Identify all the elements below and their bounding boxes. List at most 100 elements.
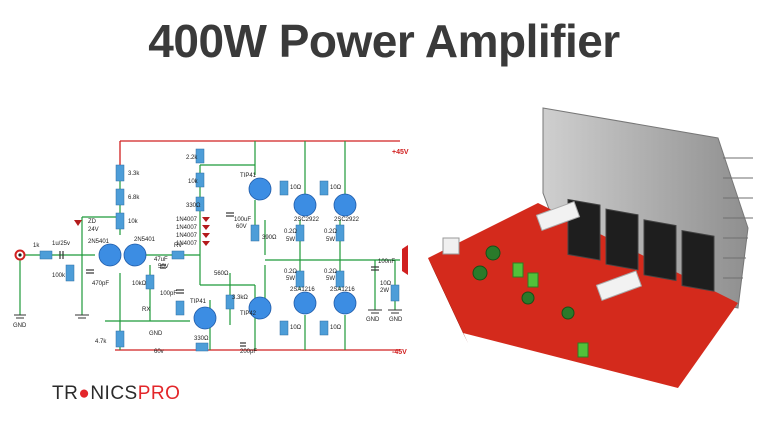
label-100uf: 100uF [234, 217, 251, 223]
diode-chain [74, 217, 210, 246]
resistor [65, 264, 75, 282]
transistor [248, 177, 272, 201]
label-02ohm-d-watt: 5W [326, 276, 335, 282]
label-zd-voltage: 24V [88, 227, 99, 233]
resistor [390, 284, 400, 302]
resistor [250, 224, 260, 242]
label-02ohm-c-watt: 5W [286, 276, 295, 282]
film-capacitor [512, 262, 524, 278]
resistor [115, 330, 125, 348]
label-330: 330Ω [186, 203, 201, 209]
resistor [279, 320, 289, 336]
label-10kohm: 10kΩ [132, 281, 147, 287]
resistor [145, 274, 155, 290]
label-200pf: 200pF [240, 349, 257, 355]
label-tip42: TIP42 [240, 311, 257, 317]
input-connector [442, 237, 460, 255]
label-10ohm-zobel: 10Ω [380, 281, 392, 287]
label-tip41-bottom: TIP41 [190, 299, 207, 305]
negative-rail-label: -45V [392, 349, 407, 356]
label-q2: 2N5401 [134, 237, 156, 243]
resistor [295, 270, 305, 288]
page-title: 400W Power Amplifier [148, 15, 620, 67]
label-2sa1216-a: 2SA1216 [290, 287, 315, 293]
resistor [195, 342, 209, 352]
label-4.7k: 4.7k [95, 339, 107, 345]
transistor [293, 193, 317, 217]
ceramic-resistor [595, 270, 643, 301]
speaker-symbol [402, 245, 408, 275]
resistor [319, 180, 329, 196]
label-10k-b: 10k [188, 179, 199, 185]
label-02ohm-c: 0.2Ω [284, 269, 297, 275]
resistor [175, 300, 185, 316]
label-d2: 1N4007 [176, 225, 198, 231]
label-6.8k: 6.8k [128, 195, 140, 201]
label-02ohm-b: 0.2Ω [324, 229, 337, 235]
label-02ohm-d: 0.2Ω [324, 269, 337, 275]
resistor [295, 224, 305, 242]
transistor [333, 291, 357, 315]
positive-rail-label: +45V [392, 149, 409, 156]
electrolytic-capacitor [561, 306, 575, 320]
resistor [335, 224, 345, 242]
label-390: 390Ω [262, 235, 277, 241]
resistor [115, 188, 125, 206]
resistor [279, 180, 289, 196]
label-3.3kohm: 3.3kΩ [232, 295, 248, 301]
film-capacitor [527, 272, 539, 288]
resistor [115, 212, 125, 230]
transistor [193, 306, 217, 330]
label-02ohm-a: 0.2Ω [284, 229, 297, 235]
resistor [171, 250, 185, 260]
resistor [195, 148, 205, 164]
pcb-photo [428, 107, 753, 388]
electrolytic-capacitor [472, 265, 488, 281]
ground-symbol [14, 309, 402, 319]
power-transistor-array [567, 198, 715, 292]
transistor [248, 296, 272, 320]
label-2.2k: 2.2k [186, 155, 198, 161]
ground-label: GND [389, 317, 403, 323]
label-100uf-voltage: 60V [236, 224, 247, 230]
label-330-b: 330Ω [194, 336, 209, 342]
label-10ohm-d: 10Ω [330, 325, 342, 331]
label-02ohm-a-watt: 5W [286, 237, 295, 243]
resistor [225, 294, 235, 310]
ceramic-resistor [535, 201, 581, 231]
electrolytic-capacitor [485, 245, 501, 261]
transistor [98, 243, 122, 267]
label-47uf: 47uF [154, 257, 168, 263]
label-10k: 10k [128, 219, 139, 225]
resistor [335, 270, 345, 288]
label-10ohm-zobel-watt: 2W [380, 288, 389, 294]
transistor [293, 291, 317, 315]
ground-label: GND [366, 317, 380, 323]
label-100k: 100k [52, 273, 66, 279]
label-zd: ZD [88, 219, 97, 225]
resistor [39, 250, 53, 260]
label-d3: 1N4007 [176, 233, 198, 239]
label-1k: 1k [33, 243, 40, 249]
resistor [195, 172, 205, 188]
label-tip41-top: TIP41 [240, 173, 257, 179]
label-10ohm-c: 10Ω [290, 325, 302, 331]
label-d4: 1N4007 [176, 241, 198, 247]
label-rv: RV [174, 243, 182, 249]
resistor [195, 196, 205, 212]
label-100nf: 100nF [378, 259, 395, 265]
amplifier-schematic: +45V -45V GND GND GND GND 3.3k 6.8k 10k … [13, 140, 409, 356]
ground-label: GND [13, 323, 27, 329]
label-q1: 2N5401 [88, 239, 110, 245]
resistor [115, 164, 125, 182]
ground-label: GND [149, 331, 163, 337]
label-60v: 60v [154, 349, 164, 355]
pcb-board [428, 203, 738, 388]
tronicspro-logo: TR●NICSPRO [52, 383, 181, 404]
label-2sa1216-b: 2SA1216 [330, 287, 355, 293]
label-470pf: 470pF [92, 281, 109, 287]
transistor [123, 243, 147, 267]
label-input-cap: 1u/25v [52, 241, 70, 247]
transistor [333, 193, 357, 217]
label-47uf-voltage: 50V [158, 264, 169, 270]
